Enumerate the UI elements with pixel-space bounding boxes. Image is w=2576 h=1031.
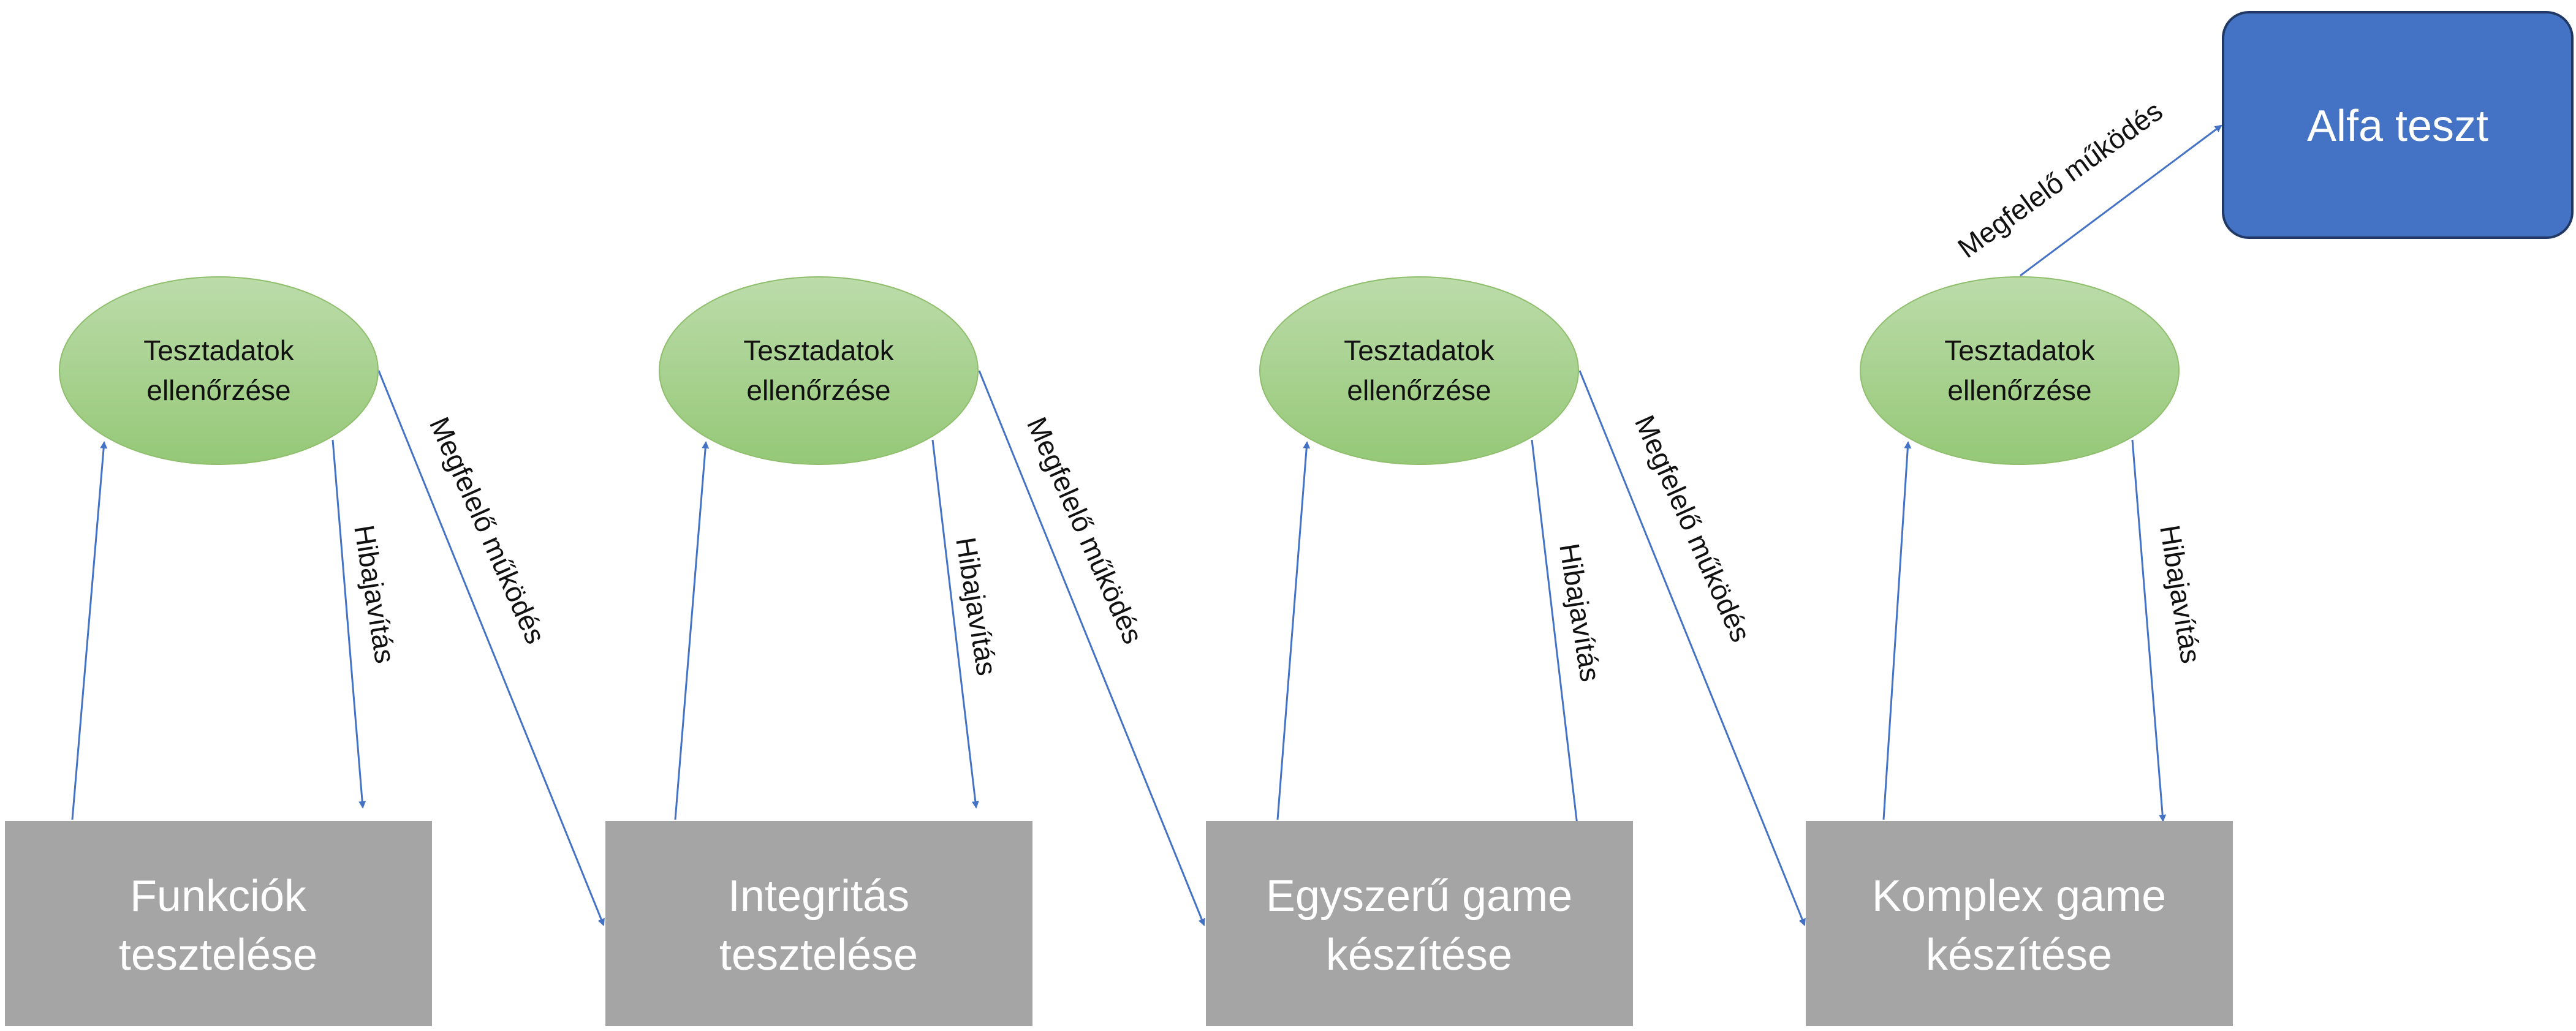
edge-label-fix-3: Hibajavítás [1553,541,1607,684]
stage-label-line2: készítése [1926,931,2112,980]
check-label-line2: ellenőrzése [1947,374,2091,406]
check-node-4: Tesztadatok ellenőrzése [1860,276,2180,465]
arrow-fix-2 [931,439,979,809]
stage-box-3: Egyszerű game készítése [1206,821,1633,1026]
stage-label-line1: Egyszerű game [1266,872,1572,921]
check-label-line1: Tesztadatok [1344,334,1494,366]
check-nodes: Tesztadatok ellenőrzése Tesztadatok elle… [59,276,2180,465]
arrow-ok-2 [978,370,1205,926]
arrow-up-2 [674,441,710,820]
stage-label-line1: Integritás [728,872,909,921]
stage-label-line1: Komplex game [1872,872,2166,921]
stage-boxes: Funkciók tesztelése Integritás tesztelés… [5,821,2233,1026]
stage-label-line2: tesztelése [119,931,317,980]
stage-box-2: Integritás tesztelése [605,821,1032,1026]
stage-box-4: Komplex game készítése [1806,821,2233,1026]
edge-label-fix-4: Hibajavítás [2154,523,2207,665]
arrow-fix-1 [331,439,366,809]
check-label-line1: Tesztadatok [743,334,894,366]
stage-box-1: Funkciók tesztelése [5,821,432,1026]
edge-label-fix-1: Hibajavítás [348,523,401,665]
check-node-1: Tesztadatok ellenőrzése [59,276,379,465]
edge-label-ok-3: Megfelelő működés [1629,410,1757,647]
final-label: Alfa teszt [2307,102,2488,151]
arrow-ok-3 [1578,370,1806,926]
check-node-2: Tesztadatok ellenőrzése [659,276,979,465]
check-label-line2: ellenőrzése [746,374,890,406]
stage-label-line2: tesztelése [719,931,918,980]
final-box: Alfa teszt [2222,11,2574,239]
check-label-line2: ellenőrzése [146,374,290,406]
arrow-ok-1 [377,370,605,926]
edge-label-ok-final: Megfelelő működés [1952,95,2168,265]
stage-label-line1: Funkciók [130,872,307,921]
arrow-up-4 [1882,441,1912,820]
edge-label-ok-2: Megfelelő működés [1021,412,1150,649]
check-label-line2: ellenőrzése [1347,374,1491,406]
arrow-up-1 [71,441,108,820]
arrow-fix-4 [2131,439,2167,822]
arrow-up-3 [1276,441,1311,820]
arrows-layer [71,124,2222,926]
arrow-fix-3 [1531,439,1581,831]
check-label-line1: Tesztadatok [1944,334,2095,366]
check-label-line1: Tesztadatok [143,334,294,366]
check-node-3: Tesztadatok ellenőrzése [1259,276,1579,465]
arrow-ok-final [2020,124,2222,277]
stage-label-line2: készítése [1326,931,1512,980]
